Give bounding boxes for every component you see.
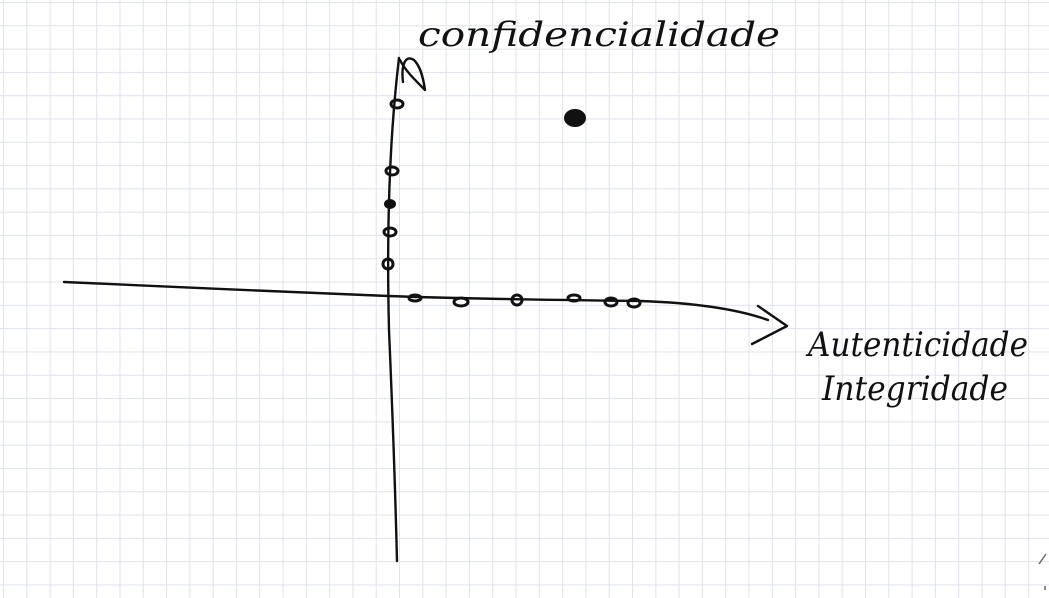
data-point xyxy=(452,296,470,308)
x-axis-label-integridade: Integridade xyxy=(821,369,1008,409)
y-axis-points xyxy=(381,98,405,271)
y-axis-line xyxy=(386,56,401,563)
x-axis-label-autenticidade: Autenticidade xyxy=(805,325,1028,365)
data-point xyxy=(407,293,423,303)
quadrant-point xyxy=(564,109,586,127)
data-point xyxy=(510,293,524,307)
data-point xyxy=(384,165,400,177)
x-axis-arrowhead xyxy=(750,304,789,346)
data-point xyxy=(384,199,396,209)
y-axis-arrowhead xyxy=(398,57,427,92)
data-point xyxy=(626,297,642,309)
data-point xyxy=(382,226,398,238)
y-axis-label: confidencialidade xyxy=(418,15,780,55)
data-point xyxy=(389,98,405,110)
data-point xyxy=(603,296,619,308)
data-point xyxy=(381,257,395,271)
scroll-indicator-icon xyxy=(1038,553,1047,590)
data-point xyxy=(566,293,582,303)
x-axis-points xyxy=(407,293,642,309)
